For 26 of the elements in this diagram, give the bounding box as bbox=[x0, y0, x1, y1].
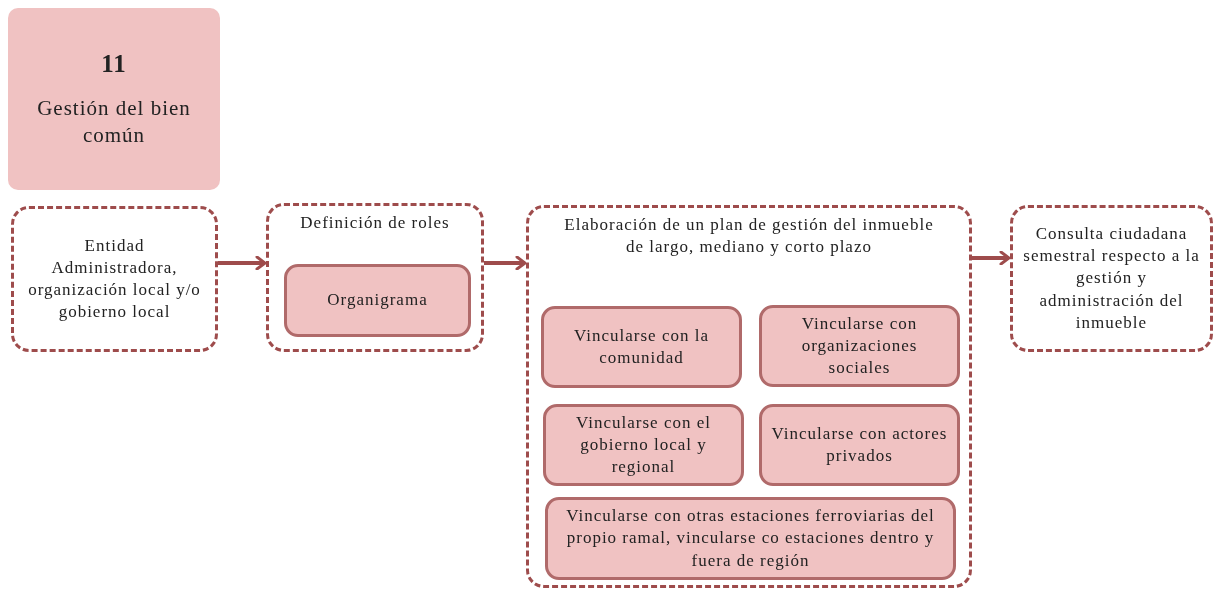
process-box bbox=[759, 404, 960, 486]
node-label: Vincularse con organizaciones sociales bbox=[800, 312, 919, 380]
process-box bbox=[541, 306, 742, 388]
process-box bbox=[284, 264, 471, 337]
dashed-group-box bbox=[266, 203, 484, 352]
dashed-group-box bbox=[11, 206, 218, 352]
node-label: Entidad Administradora, organización local y/o gobierno local bbox=[27, 234, 202, 324]
section-number: 11 bbox=[101, 49, 127, 80]
node-label: Vincularse con otras estaciones ferroviarias del propio ramal, vincularse co estaciones dentro y fuera de región bbox=[565, 505, 936, 572]
arrow bbox=[484, 255, 527, 271]
node-label: Gestión del bien común bbox=[36, 94, 192, 150]
arrow bbox=[972, 250, 1011, 266]
dashed-group-box bbox=[526, 205, 972, 588]
group-heading: Definición de roles bbox=[300, 212, 450, 234]
node-label: Vincularse con la comunidad bbox=[573, 324, 710, 369]
node-label: Organigrama bbox=[327, 289, 428, 312]
node-label: Vincularse con el gobierno local y regional bbox=[575, 411, 712, 479]
node-label: Consulta ciudadana semestral respecto a la gestión y administración del inmueble bbox=[1022, 223, 1201, 334]
process-box bbox=[545, 497, 956, 580]
node-label: Vincularse con actores privados bbox=[770, 422, 949, 467]
process-box bbox=[759, 305, 960, 387]
group-heading: Elaboración de un plan de gestión del inmueble de largo, mediano y corto plazo bbox=[563, 214, 935, 259]
title-box bbox=[8, 8, 220, 190]
process-box bbox=[543, 404, 744, 486]
dashed-group-box bbox=[1010, 205, 1213, 352]
arrow bbox=[218, 255, 267, 271]
